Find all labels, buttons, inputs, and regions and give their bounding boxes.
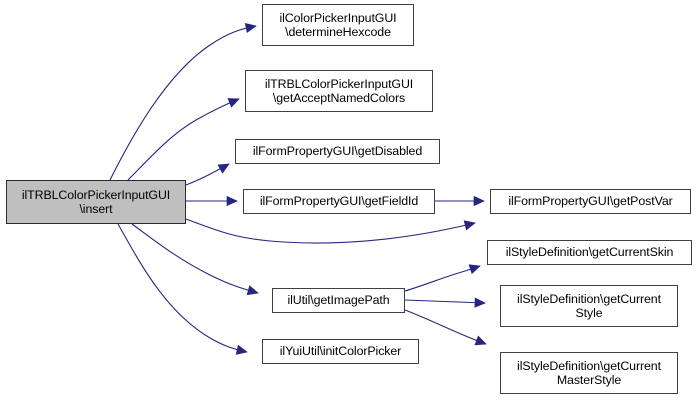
edge-root-to-initColorPicker (117, 223, 248, 353)
node-getDisabled[interactable]: ilFormPropertyGUI\getDisabled (235, 139, 440, 164)
edge-root-to-getImagePath (131, 223, 259, 294)
edge-root-to-getPostVar (185, 218, 476, 244)
edge-getImagePath-to-getCurrentSkin (404, 265, 481, 292)
node-getFieldId[interactable]: ilFormPropertyGUI\getFieldId (243, 189, 435, 214)
node-initColorPicker[interactable]: ilYuiUtil\initColorPicker (262, 339, 419, 364)
node-getAcceptNamedColors[interactable]: ilTRBLColorPickerInputGUI \getAcceptName… (245, 70, 433, 112)
node-getCurrentMasterStyle[interactable]: ilStyleDefinition\getCurrent MasterStyle (500, 352, 678, 394)
arrowhead-getFieldId-to-getPostVar (473, 195, 485, 207)
node-getCurrentSkin[interactable]: ilStyleDefinition\getCurrentSkin (487, 240, 692, 265)
node-root[interactable]: ilTRBLColorPickerInputGUI \insert (6, 180, 186, 224)
node-getImagePath[interactable]: ilUtil\getImagePath (272, 288, 405, 313)
arrowhead-root-to-getAcceptNamedColors (227, 98, 240, 108)
edge-getImagePath-to-getCurrentStyle (404, 299, 486, 304)
arrowhead-getImagePath-to-getCurrentSkin (468, 264, 481, 275)
node-getCurrentStyle[interactable]: ilStyleDefinition\getCurrent Style (500, 285, 678, 327)
arrowhead-getImagePath-to-getCurrentStyle (474, 297, 486, 308)
arrowhead-root-to-initColorPicker (235, 344, 248, 355)
node-getPostVar[interactable]: ilFormPropertyGUI\getPostVar (490, 189, 691, 214)
node-determineHexcode[interactable]: ilColorPickerInputGUI \determineHexcode (262, 4, 414, 46)
arrowhead-root-to-getFieldId (226, 195, 238, 207)
arrowhead-root-to-getPostVar (463, 220, 476, 231)
arrowhead-root-to-determineHexcode (244, 22, 257, 34)
arrowhead-root-to-getDisabled (217, 163, 230, 174)
arrowhead-root-to-getImagePath (246, 285, 259, 296)
edge-root-to-determineHexcode (109, 25, 257, 181)
arrowhead-getImagePath-to-getCurrentMasterStyle (474, 335, 487, 346)
edge-root-to-getAcceptNamedColors (127, 98, 240, 181)
